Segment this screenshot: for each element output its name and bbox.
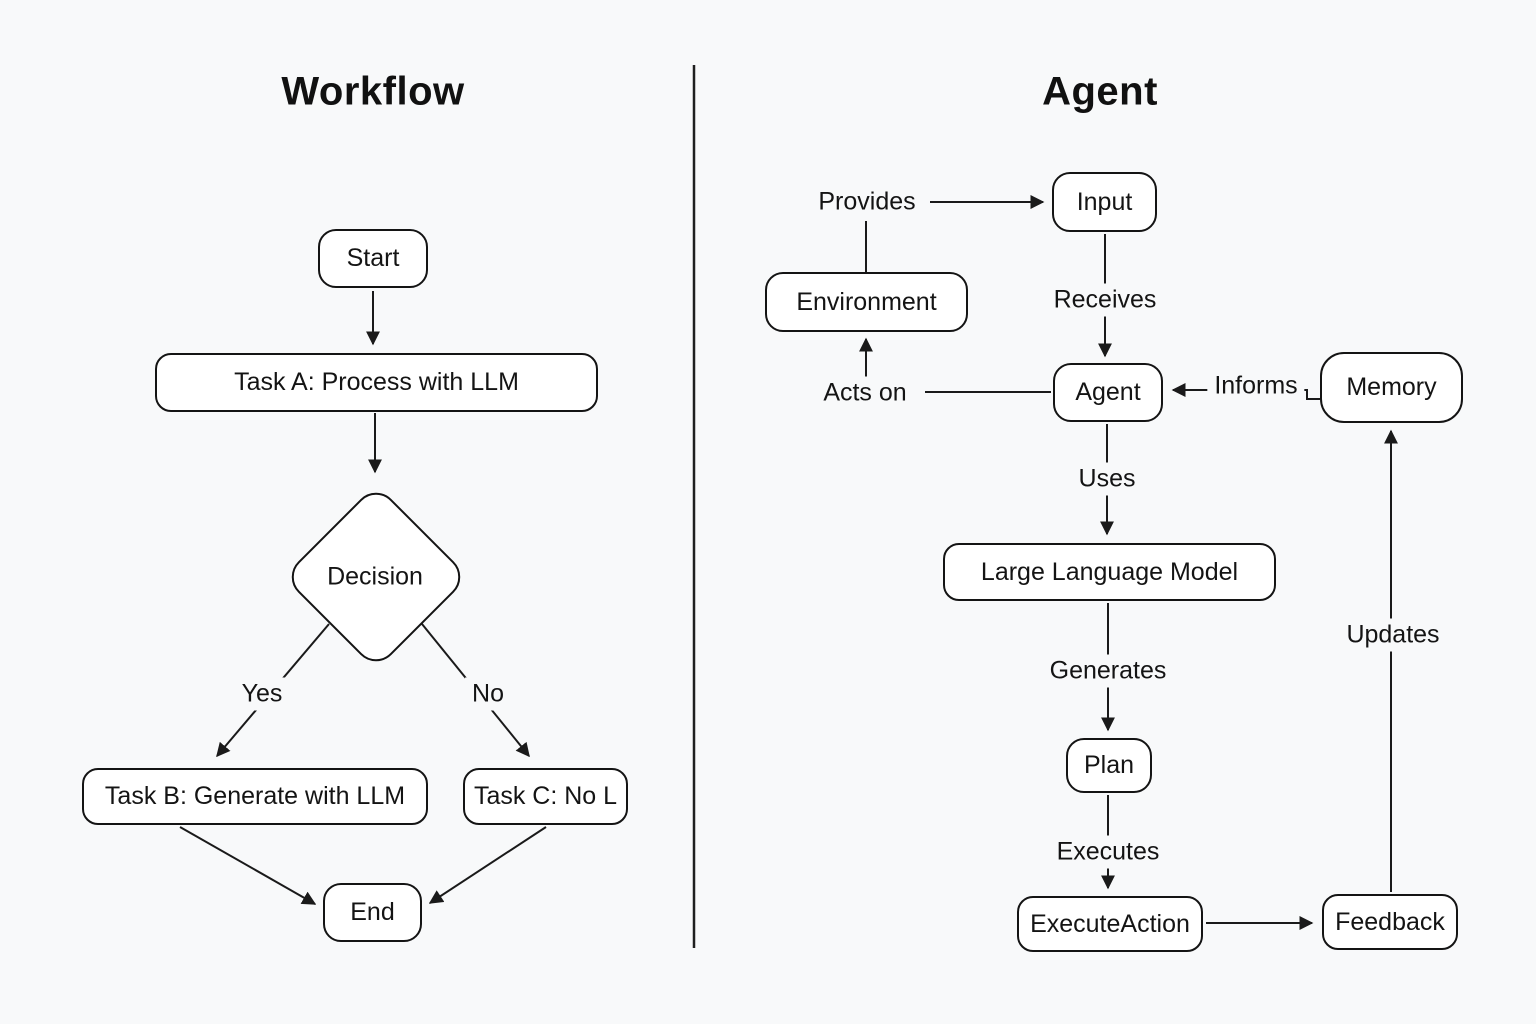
node-llm: Large Language Model (943, 543, 1276, 601)
node-plan: Plan (1066, 738, 1152, 793)
node-environment: Environment (765, 272, 968, 332)
node-task-c: Task C: No L (463, 768, 628, 825)
agent-panel-title: Agent (1042, 69, 1158, 114)
workflow-panel-title: Workflow (281, 69, 465, 114)
node-end: End (323, 883, 422, 942)
edge-label-informs: Informs (1207, 369, 1305, 403)
edge-label-yes: Yes (234, 677, 290, 711)
node-execute-action: ExecuteAction (1017, 896, 1203, 952)
node-start: Start (318, 229, 428, 288)
edge-taskb-end (179, 826, 317, 905)
edge-label-provides: Provides (811, 185, 923, 219)
edge-taskc-end (428, 826, 547, 904)
node-memory: Memory (1320, 352, 1463, 423)
edge-label-updates: Updates (1339, 618, 1447, 652)
edge-label-receives: Receives (1046, 283, 1164, 317)
edge-label-no: No (465, 677, 511, 711)
node-task-a: Task A: Process with LLM (155, 353, 598, 412)
edge-label-acts-on: Acts on (816, 376, 914, 410)
edge-label-executes: Executes (1049, 835, 1167, 869)
edge-label-generates: Generates (1042, 654, 1174, 688)
node-decision-label: Decision (327, 562, 423, 591)
node-task-b: Task B: Generate with LLM (82, 768, 428, 825)
node-agent: Agent (1053, 363, 1163, 422)
node-input: Input (1052, 172, 1157, 232)
edge-label-uses: Uses (1071, 462, 1143, 496)
node-feedback: Feedback (1322, 894, 1458, 950)
